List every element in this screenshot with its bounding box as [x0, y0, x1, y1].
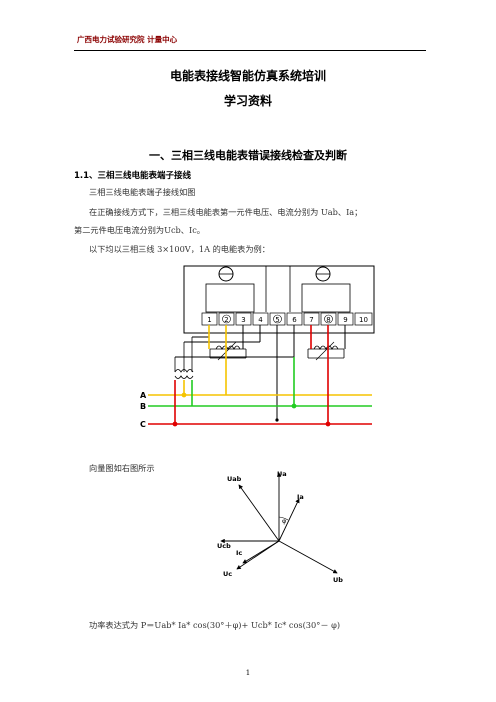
label-ua: Ua	[277, 470, 287, 478]
element-2-box	[301, 283, 351, 313]
label-ia: Ia	[297, 493, 304, 501]
label-ub: Ub	[333, 576, 343, 584]
document-title: 电能表接线智能仿真系统培训	[169, 69, 326, 83]
terminal-6-label: 6	[292, 316, 297, 324]
terminal-1-label: 1	[207, 316, 211, 324]
power-formula: 功率表达式为 P＝Uab* Ia* cos(30°＋φ)+ Ucb* Ic* c…	[89, 620, 341, 630]
wiring-diagram: 1 2 3 4 5 6 7 8 9 10	[140, 265, 375, 429]
vector-uab	[238, 484, 280, 542]
vector-caption: 向量图如右图所示	[89, 463, 155, 473]
header-org: 广西电力试验研究院 计量中心	[77, 35, 178, 44]
vector-ub	[278, 540, 338, 574]
page-number: 1	[245, 669, 251, 677]
terminal-2-label: 2	[224, 316, 228, 324]
label-ic: Ic	[236, 549, 242, 557]
paragraph-wiring-a: 在正确接线方式下，三相三线电能表第一元件电压、电流分别为 Uab、Ia；	[89, 207, 363, 217]
header-rule	[74, 50, 426, 51]
ct-2	[307, 341, 345, 361]
terminal-10-label: 10	[359, 316, 368, 324]
terminal-9-label: 9	[343, 316, 347, 324]
document-subtitle: 学习资料	[223, 94, 272, 108]
terminal-3-label: 3	[241, 316, 245, 324]
phase-b-label: B	[140, 402, 146, 411]
vector-ia	[278, 498, 300, 542]
element-1-box	[205, 283, 255, 313]
section-heading: 一、三相三线电能表错误接线检查及判断	[149, 149, 347, 162]
phase-a-wire	[148, 325, 372, 398]
label-uc: Uc	[223, 570, 232, 578]
label-uab: Uab	[227, 475, 242, 483]
phase-c-label: C	[140, 420, 146, 429]
terminal-block: 1 2 3 4 5 6 7 8 9 10	[201, 312, 373, 326]
paragraph-example: 以下均以三相三线 3×100V，1A 的电能表为例：	[89, 244, 270, 254]
terminal-4-label: 4	[258, 316, 263, 324]
neutral-wires	[175, 325, 346, 420]
pt-symbol	[174, 337, 194, 379]
subsection-heading: 1.1、三相三线电能表端子接线	[74, 171, 192, 181]
terminal-8-label: 8	[326, 316, 330, 324]
phase-b-wire	[148, 357, 372, 409]
paragraph-intro: 三相三线电能表端子接线如图	[89, 187, 196, 197]
paragraph-wiring-b: 第二元件电压电流分别为Ucb、Ic。	[74, 225, 205, 235]
vector-uc	[236, 540, 280, 570]
label-ucb: Ucb	[217, 542, 231, 550]
label-phi: φ	[282, 517, 286, 525]
terminal-7-label: 7	[309, 316, 313, 324]
vector-diagram: Uab Ua Ia φ Ucb Ic Uc Ub	[217, 470, 343, 584]
phi-arc	[278, 516, 289, 521]
phase-a-label: A	[140, 391, 147, 400]
meter-outline	[183, 265, 375, 334]
phase-c-wire	[148, 325, 372, 427]
terminal-5-label: 5	[275, 316, 279, 324]
